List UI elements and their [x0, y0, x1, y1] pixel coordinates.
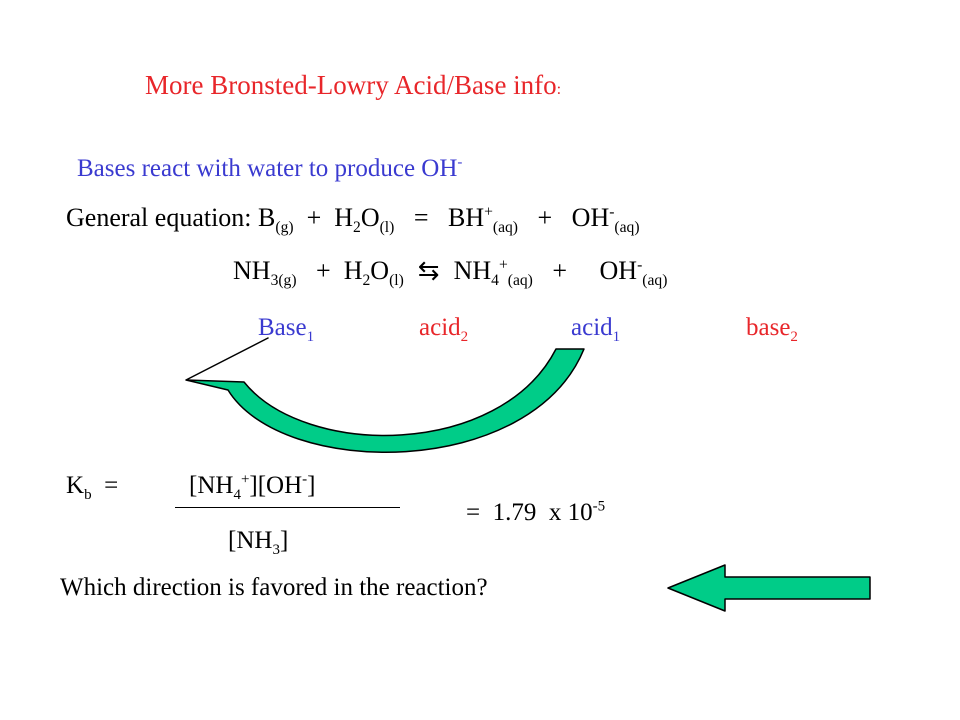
kb-numerator: [NH4+][OH-]	[189, 471, 316, 503]
question-text: Which direction is favored in the reacti…	[60, 574, 488, 601]
page-title: More Bronsted-Lowry Acid/Base info:	[145, 70, 562, 100]
kb-value: = 1.79 x 10-5	[466, 498, 606, 526]
label-base1: Base1	[258, 314, 315, 345]
kb-symbol: Kb =	[66, 472, 119, 503]
left-arrow-icon	[667, 564, 871, 612]
intro-text: Bases react with water to produce OH-	[77, 154, 463, 182]
label-acid1: acid1	[571, 314, 621, 345]
general-equation: General equation: B(g) + H2O(l) = BH+(aq…	[66, 203, 640, 237]
kb-denominator: [NH3]	[228, 527, 289, 558]
ammonia-reaction: NH3(g) + H2O(l)⇆NH4+(aq) + OH-(aq)	[233, 256, 668, 290]
label-acid2: acid2	[419, 314, 469, 345]
curved-arrow-icon	[185, 337, 585, 453]
equilibrium-arrow-icon: ⇆	[417, 256, 440, 285]
fraction-bar	[175, 507, 400, 508]
label-base2: base2	[746, 314, 798, 345]
